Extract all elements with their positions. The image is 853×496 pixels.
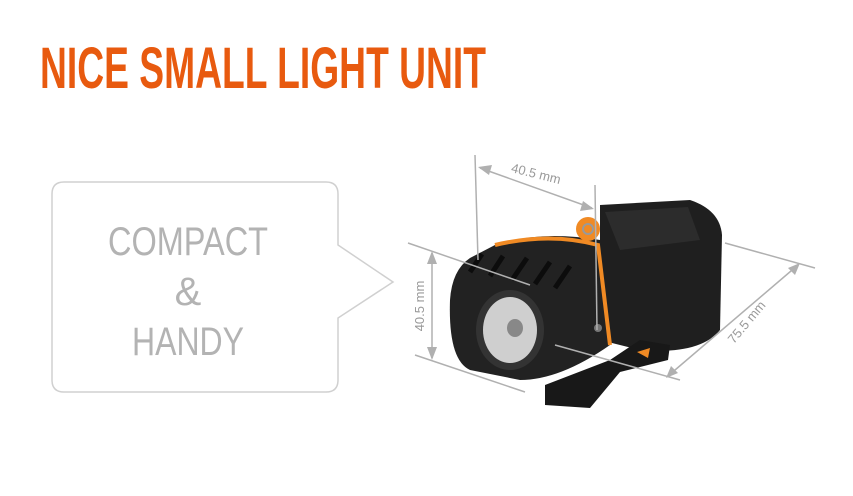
bike-light-image bbox=[449, 200, 722, 408]
callout-line-3: HANDY bbox=[132, 320, 244, 364]
width-dimension-label: 40.5 mm bbox=[510, 160, 563, 187]
power-button-icon bbox=[576, 217, 600, 241]
page-title: NICE SMALL LIGHT UNIT bbox=[40, 36, 486, 101]
dimension-lines bbox=[407, 154, 816, 393]
callout-line-2: & bbox=[175, 270, 202, 314]
callout-line-1: COMPACT bbox=[108, 220, 268, 264]
height-dimension-label: 40.5 mm bbox=[412, 281, 427, 332]
callout-bubble bbox=[51, 181, 395, 393]
dimension-arrows bbox=[427, 165, 800, 378]
